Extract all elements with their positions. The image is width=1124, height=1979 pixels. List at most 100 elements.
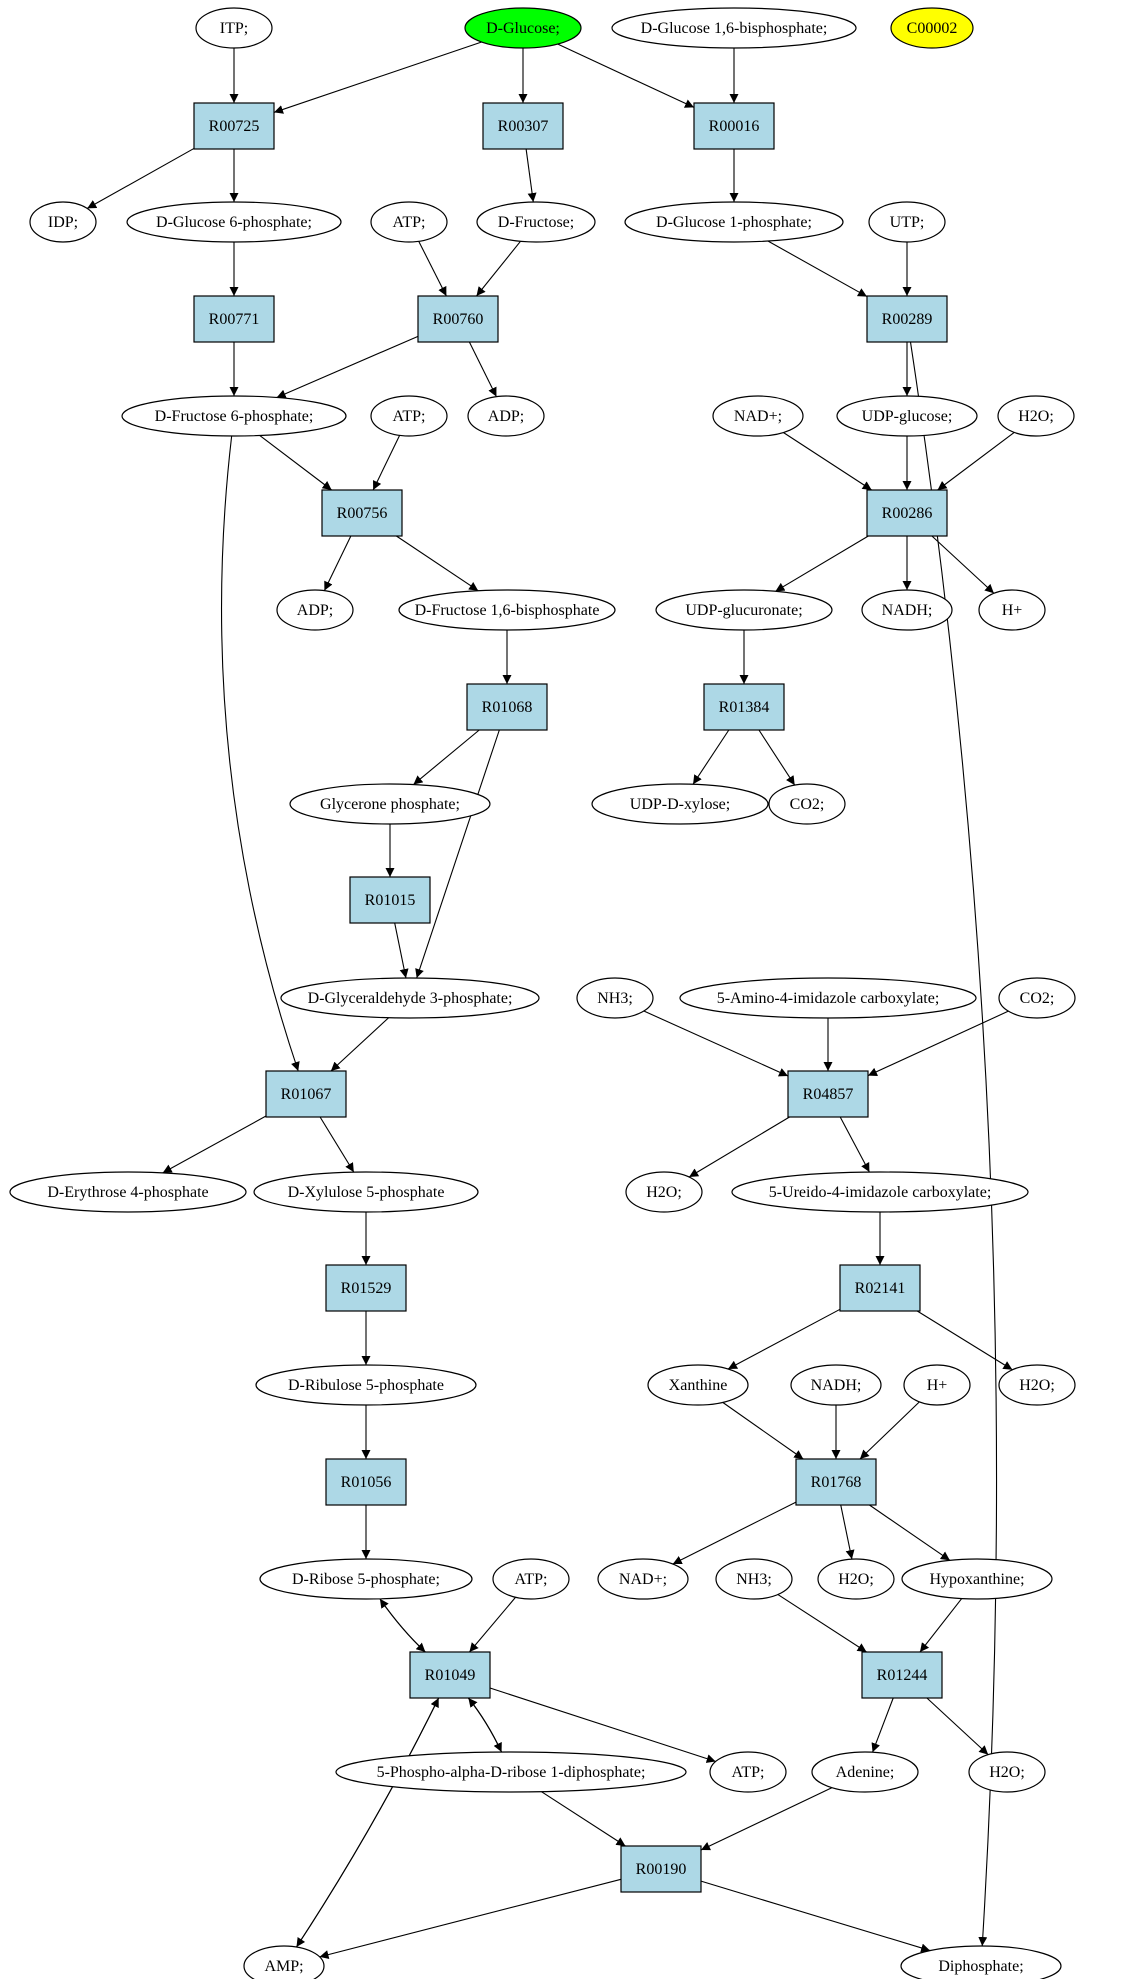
compound-node-dglucose: D-Glucose; — [464, 7, 582, 49]
edge-atp2-to-r00756 — [372, 435, 401, 491]
compound-ellipse — [647, 1364, 749, 1406]
compound-node-hplus2: H+ — [903, 1364, 971, 1406]
compound-node-uica: 5-Ureido-4-imidazole carboxylate; — [731, 1171, 1029, 1213]
node-label: R00289 — [882, 311, 933, 328]
node-label: ATP; — [732, 1764, 765, 1781]
node-label: ATP; — [393, 408, 426, 425]
reaction-box — [866, 295, 948, 343]
node-label: D-Ribulose 5-phosphate — [288, 1377, 444, 1394]
compound-ellipse — [597, 1558, 689, 1600]
edge-hplus2-to-r01768 — [859, 1401, 920, 1460]
reaction-node-r00725: R00725 — [193, 102, 275, 150]
node-label: R02141 — [855, 1280, 906, 1297]
compound-node-h2o2: H2O; — [625, 1171, 703, 1213]
node-label: R00286 — [882, 505, 933, 522]
edge-r01768-to-hypoxanthine — [869, 1504, 951, 1561]
edge-r01244-to-h2o5 — [926, 1697, 989, 1756]
edge-hypoxanthine-to-r01244 — [919, 1598, 963, 1653]
compound-node-itp: ITP; — [195, 7, 273, 49]
node-label: NADH; — [811, 1377, 862, 1394]
reaction-node-r01244: R01244 — [861, 1651, 943, 1699]
compound-ellipse — [817, 1558, 895, 1600]
reaction-box — [482, 102, 564, 150]
edge-r00190-to-amp — [319, 1878, 622, 1959]
reaction-node-r01015: R01015 — [349, 876, 431, 924]
reaction-box — [866, 489, 948, 537]
compound-ellipse — [625, 1171, 703, 1213]
compound-ellipse — [259, 1558, 473, 1600]
node-label: NAD+; — [734, 408, 782, 425]
compound-node-amp: AMP; — [243, 1945, 325, 1979]
edge-r01067-to-dx5p — [319, 1116, 355, 1173]
compound-node-atp1: ATP; — [370, 201, 448, 243]
edge-dribose5p-to-r01049 — [379, 1598, 426, 1653]
reaction-node-r00016: R00016 — [693, 102, 775, 150]
edge-r01244-to-adenine — [871, 1697, 894, 1753]
node-label: H2O; — [1019, 1377, 1055, 1394]
edge-nadplus1-to-r00286 — [783, 432, 872, 491]
reaction-node-r04857: R04857 — [787, 1070, 869, 1118]
node-label: ADP; — [297, 602, 333, 619]
compound-node-dr5p_ribulose: D-Ribulose 5-phosphate — [255, 1364, 477, 1406]
node-label: H2O; — [838, 1571, 874, 1588]
compound-ellipse — [280, 977, 540, 1019]
node-label: D-Xylulose 5-phosphate — [288, 1184, 445, 1201]
node-label: H2O; — [1018, 408, 1054, 425]
compound-ellipse — [611, 7, 857, 49]
node-label: 5-Phospho-alpha-D-ribose 1-diphosphate; — [377, 1764, 646, 1781]
compound-node-co2b: CO2; — [998, 977, 1076, 1019]
node-label: D-Glyceraldehyde 3-phosphate; — [308, 990, 513, 1007]
node-label: H2O; — [989, 1764, 1025, 1781]
node-label: NH3; — [736, 1571, 772, 1588]
nodes: ITP;D-Glucose;D-Glucose 1,6-bisphosphate… — [9, 7, 1076, 1979]
node-label: UDP-glucose; — [862, 408, 953, 425]
edge-r00756-to-df16bp — [396, 535, 479, 592]
edge-r00286-to-udpglucuronate — [775, 535, 869, 592]
compound-node-de4p: D-Erythrose 4-phosphate — [9, 1171, 247, 1213]
compound-node-df6p: D-Fructose 6-phosphate; — [121, 395, 347, 437]
edge-r01768-to-nadplus2 — [672, 1501, 797, 1565]
edge-r01049-to-dribose5p — [379, 1598, 426, 1653]
node-label: D-Erythrose 4-phosphate — [47, 1184, 208, 1201]
edge-h2o1-to-r00286 — [937, 431, 1015, 491]
compound-ellipse — [811, 1751, 919, 1793]
compound-node-dg6p: D-Glucose 6-phosphate; — [126, 201, 342, 243]
node-label: CO2; — [1020, 990, 1055, 1007]
edge-r00190-to-diphosphate — [700, 1880, 931, 1953]
compound-ellipse — [900, 1945, 1062, 1979]
compound-ellipse — [903, 1364, 971, 1406]
node-label: C00002 — [907, 20, 958, 37]
reaction-box — [693, 102, 775, 150]
edge-r00286-to-hplus1 — [931, 535, 995, 594]
compound-ellipse — [790, 1364, 882, 1406]
compound-node-nh3b: NH3; — [715, 1558, 793, 1600]
compound-node-atp4: ATP; — [709, 1751, 787, 1793]
reaction-node-r01056: R01056 — [325, 1458, 407, 1506]
edge-r02141-to-h2o3 — [916, 1310, 1013, 1371]
edge-r01049-to-prpp — [467, 1697, 503, 1753]
compound-ellipse — [978, 589, 1046, 631]
node-label: Diphosphate; — [938, 1958, 1023, 1975]
node-label: D-Fructose 1,6-bisphosphate — [415, 602, 600, 619]
node-label: NAD+; — [619, 1571, 667, 1588]
reaction-node-r00286: R00286 — [866, 489, 948, 537]
compound-ellipse — [890, 7, 974, 49]
reaction-node-r00190: R00190 — [620, 1845, 702, 1893]
node-label: Adenine; — [836, 1764, 895, 1781]
node-label: 5-Ureido-4-imidazole carboxylate; — [769, 1184, 992, 1201]
edge-dfructose-to-r00760 — [476, 240, 521, 297]
compound-ellipse — [655, 589, 833, 631]
node-label: R00760 — [433, 311, 484, 328]
compound-node-atp3: ATP; — [492, 1558, 570, 1600]
edges — [86, 41, 1015, 1959]
reaction-box — [325, 1264, 407, 1312]
compound-node-df16bp: D-Fructose 1,6-bisphosphate — [398, 589, 616, 631]
node-label: UDP-D-xylose; — [630, 796, 730, 813]
compound-node-udpglucose: UDP-glucose; — [836, 395, 978, 437]
compound-node-aica: 5-Amino-4-imidazole carboxylate; — [679, 977, 977, 1019]
reaction-box — [466, 683, 548, 731]
node-label: ATP; — [515, 1571, 548, 1588]
compound-ellipse — [253, 1171, 479, 1213]
compound-node-c00002: C00002 — [890, 7, 974, 49]
